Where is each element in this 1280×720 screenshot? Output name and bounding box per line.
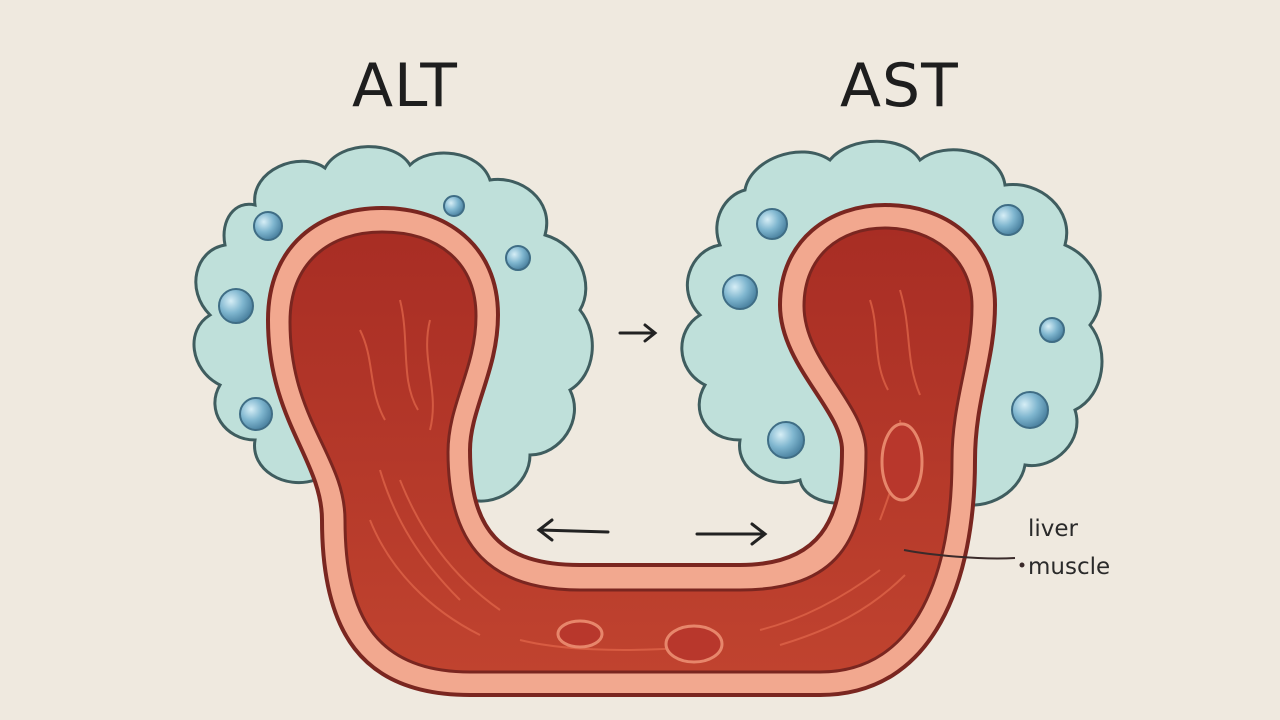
muscle-fibers xyxy=(359,289,921,651)
vesicle-icon xyxy=(992,204,1024,236)
vesicle-icon xyxy=(218,288,254,324)
label-leader-line xyxy=(903,549,1025,568)
vesicle-icon xyxy=(1039,317,1065,343)
vesicle-icon xyxy=(443,195,465,217)
vesicle-icon xyxy=(722,274,758,310)
vesicle-icon xyxy=(239,397,273,431)
red-blood-cell xyxy=(556,619,604,649)
arrow-right-icon xyxy=(695,522,768,546)
red-blood-cell xyxy=(880,422,924,502)
blood-vessel xyxy=(265,202,998,697)
bullet-icon xyxy=(1019,562,1025,568)
vesicle-icon xyxy=(253,211,283,241)
vesicle-icon xyxy=(767,421,805,459)
arrow-left-icon xyxy=(536,518,610,542)
left-vesicles xyxy=(218,195,531,431)
alt-title: ALT xyxy=(352,51,458,121)
right-vesicles xyxy=(722,204,1065,459)
liver-label: liver xyxy=(1028,516,1078,542)
red-blood-cell xyxy=(664,624,724,664)
vesicle-icon xyxy=(756,208,788,240)
vesicle-icon xyxy=(505,245,531,271)
ast-title: AST xyxy=(840,51,959,121)
muscle-label: muscle xyxy=(1028,554,1111,580)
arrow-right-icon xyxy=(618,323,658,343)
vesicle-icon xyxy=(1011,391,1049,429)
